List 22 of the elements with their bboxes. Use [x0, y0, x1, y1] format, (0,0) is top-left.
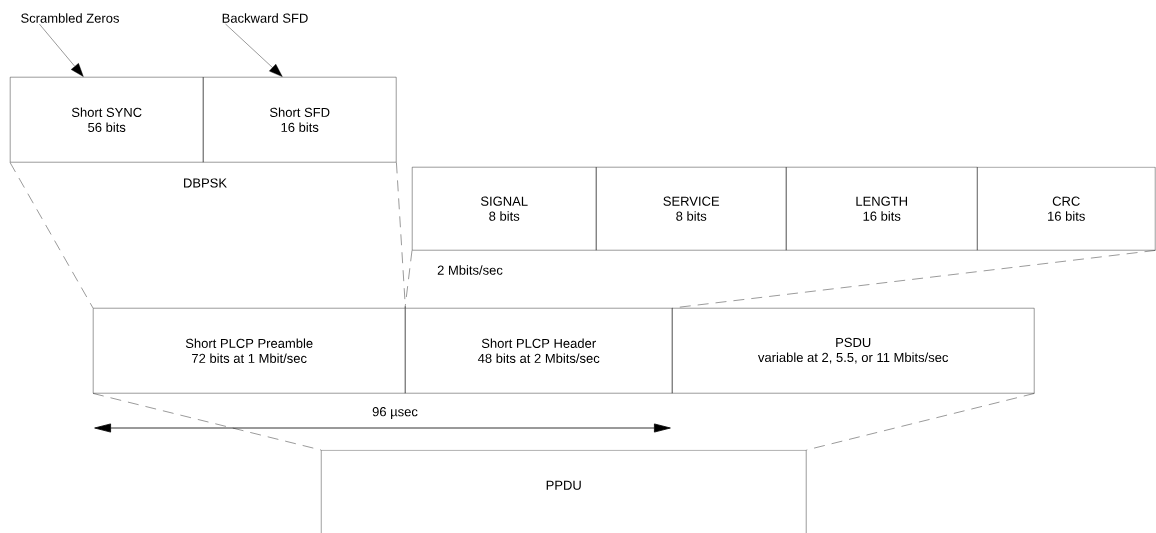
arrow: [225, 23, 283, 77]
field-box: SERVICE 8 bits: [596, 167, 787, 251]
field-box: Short PLCP Preamble 72 bits at 1 Mbit/sec: [93, 308, 406, 394]
field-box: Short PLCP Header 48 bits at 2 Mbits/sec: [405, 308, 673, 394]
projection-line: [404, 250, 413, 309]
projection-line: [672, 250, 1156, 309]
label-text: 2 Mbits/sec: [437, 265, 503, 275]
field-box: Short SFD 16 bits: [203, 77, 397, 163]
callout-text: Backward SFD: [222, 13, 308, 23]
field-box: SIGNAL 8 bits: [412, 167, 597, 251]
arrow: [39, 23, 84, 77]
projection-line: [806, 393, 1035, 451]
field-box: CRC 16 bits: [977, 167, 1156, 251]
label-text: 96 µsec: [372, 407, 418, 419]
field-box: LENGTH 16 bits: [786, 167, 978, 251]
field-box: PSDU variable at 2, 5.5, or 11 Mbits/sec: [672, 308, 1035, 394]
projection-line: [92, 393, 322, 451]
callout-text: Scrambled Zeros: [21, 13, 119, 23]
frame-box: PPDU: [321, 450, 807, 533]
projection-line: [9, 162, 94, 309]
label-text: DBPSK: [184, 178, 227, 188]
field-box: Short SYNC 56 bits: [10, 77, 204, 163]
